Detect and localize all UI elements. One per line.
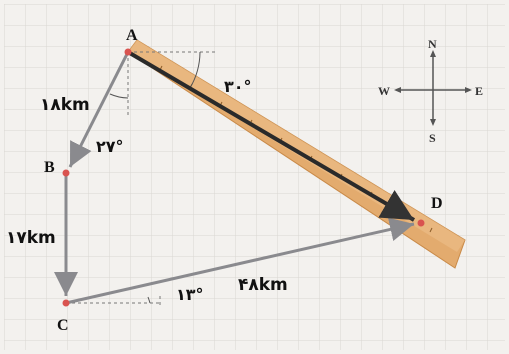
point-b-marker: [62, 169, 70, 177]
grid: [4, 4, 505, 350]
east-arrow-icon: [465, 87, 472, 93]
vector-path: [54, 51, 415, 305]
compass-north-label: N: [428, 37, 437, 51]
compass-south-label: S: [429, 131, 436, 145]
point-b-label: B: [44, 159, 55, 176]
angle-cd-label: ۱۳°: [176, 285, 204, 304]
compass-west-label: W: [378, 84, 390, 98]
angle-arcs: [109, 51, 201, 304]
point-a-marker: [124, 48, 132, 56]
length-bc-label: ۱۷km: [6, 228, 56, 248]
south-arrow-icon: [430, 119, 436, 126]
point-a-label: A: [126, 27, 138, 44]
north-arrow-icon: [430, 50, 436, 57]
vector-cd: [65, 217, 415, 305]
compass-east-label: E: [475, 84, 483, 98]
reference-lines: [66, 51, 215, 306]
point-c-marker: [62, 299, 70, 307]
angle-arc-ruler: [189, 51, 201, 89]
vector-ab: [68, 51, 130, 168]
point-d-label: D: [431, 195, 443, 212]
angle-ab-label: ۲۷°: [96, 137, 124, 156]
point-c-label: C: [57, 317, 69, 334]
angle-arc-ab: [109, 93, 129, 99]
point-d-marker: [417, 219, 425, 227]
compass-rose: N S E W: [378, 37, 483, 145]
angle-ruler-label: ۳۰°: [224, 77, 252, 96]
length-ab-label: ۱۸km: [40, 95, 90, 115]
point-markers: [62, 48, 425, 307]
angle-arc-cd: [147, 296, 151, 304]
length-cd-label: ۴۸km: [238, 275, 288, 295]
resultant-vector-ad: [126, 50, 416, 222]
west-arrow-icon: [394, 87, 401, 93]
